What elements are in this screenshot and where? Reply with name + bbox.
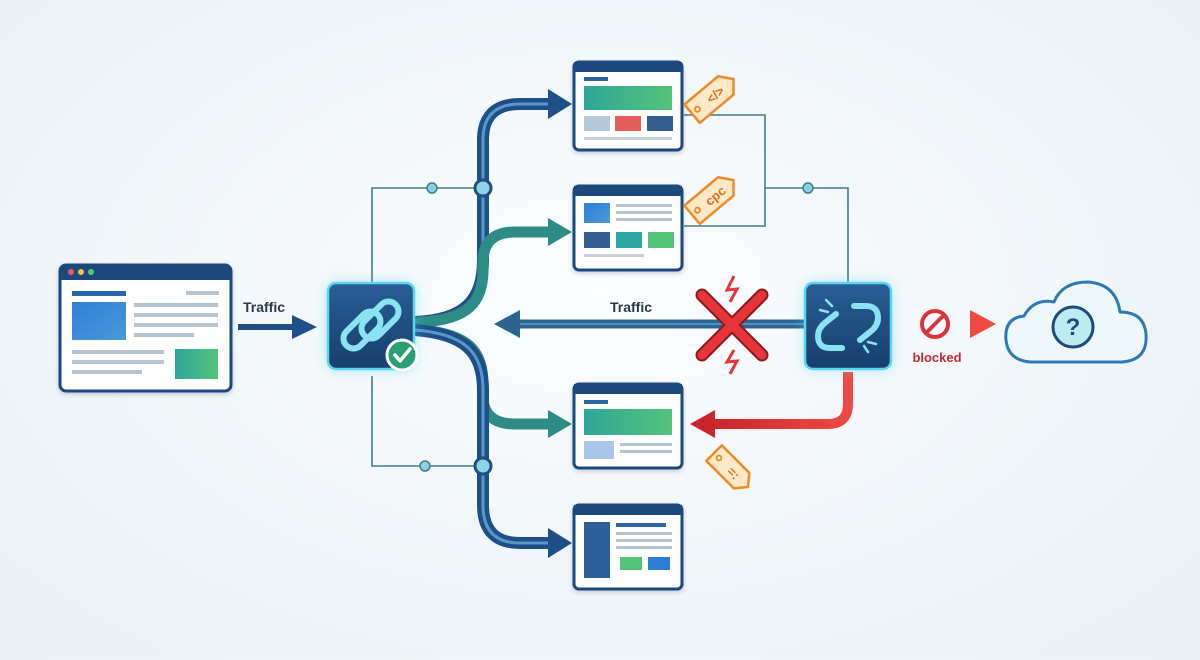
- destination-page-4: [572, 503, 684, 591]
- broken-link-hub[interactable]: [803, 281, 893, 371]
- flow-top-branch: [409, 89, 572, 328]
- source-page: [58, 263, 233, 393]
- broken-link-icon: [814, 303, 882, 351]
- red-redirect-flow: [690, 372, 853, 438]
- destination-page-1: [572, 60, 684, 152]
- traffic-return-label: Traffic: [610, 299, 652, 315]
- link-icon: [340, 298, 402, 352]
- blocked-label: blocked: [912, 350, 961, 365]
- no-entry-icon: [920, 309, 950, 339]
- cloud-question-icon: ?: [1004, 280, 1148, 364]
- cloud-question-mark: ?: [1066, 314, 1081, 341]
- destination-page-2: [572, 184, 684, 272]
- valid-link-hub[interactable]: [326, 281, 419, 372]
- traffic-in-label: Traffic: [243, 299, 285, 315]
- junction-nodes: [473, 178, 493, 476]
- param-tag: =:: [705, 444, 751, 490]
- traffic-in-arrow: [238, 315, 317, 339]
- cpc-tag: cpc: [683, 175, 735, 226]
- connector-dots: [419, 182, 814, 472]
- traffic-return-arrow: [494, 310, 810, 338]
- flow-bottom-branch: [409, 324, 572, 558]
- destination-page-3: [572, 382, 684, 470]
- flow-third-branch: [414, 324, 572, 438]
- red-x-icon: [695, 275, 769, 375]
- thin-connectors: [371, 114, 849, 467]
- flow-second-branch: [414, 218, 572, 328]
- code-tag: </>: [683, 74, 735, 125]
- check-icon: [385, 338, 419, 372]
